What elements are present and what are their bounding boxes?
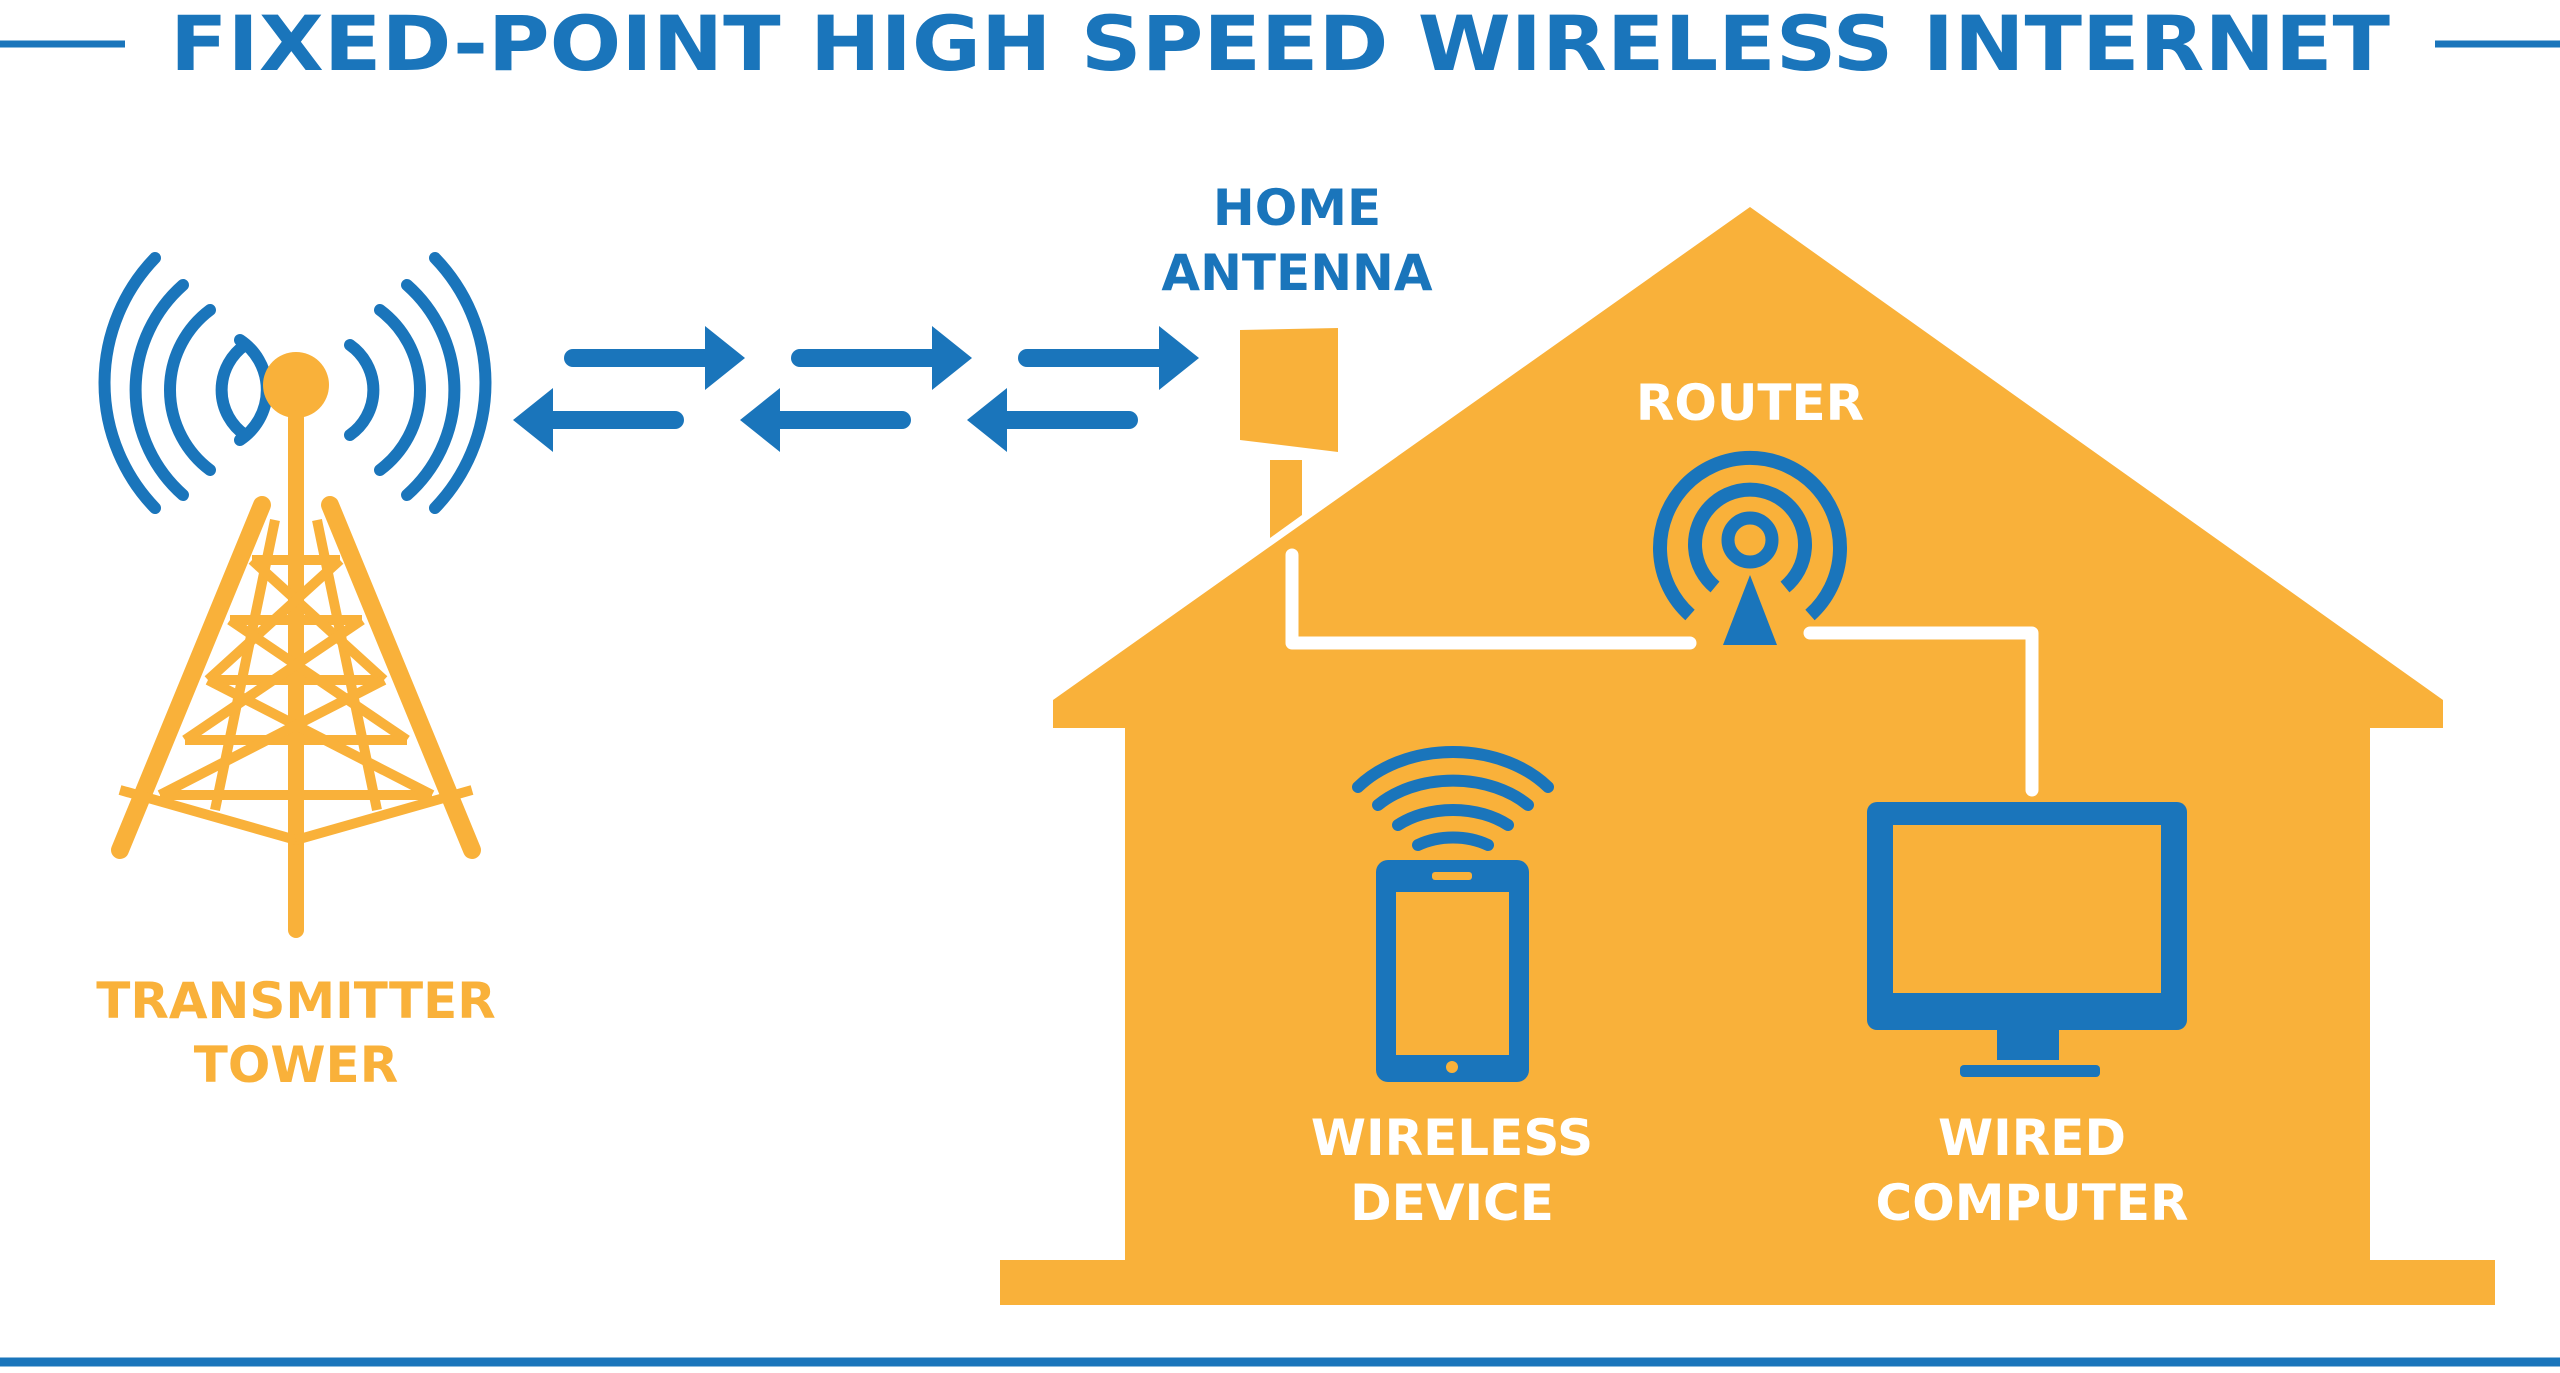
- wifi-icon: [1352, 746, 1554, 851]
- device-label-line1: WIRELESS: [1311, 1109, 1593, 1167]
- arrow-left-icon: [967, 388, 1138, 452]
- house-icon: [1000, 207, 2495, 1305]
- antenna-label-line1: HOME: [1213, 179, 1381, 237]
- arrow-left-icon: [740, 388, 911, 452]
- monitor-icon: [1867, 802, 2187, 1077]
- antenna-label-line2: ANTENNA: [1161, 244, 1432, 302]
- computer-label-line1: WIRED: [1938, 1109, 2126, 1167]
- arrow-right-icon: [1018, 326, 1199, 390]
- signal-waves-icon: [98, 252, 273, 514]
- arrow-left-icon: [513, 388, 684, 452]
- page-title: FIXED-POINT HIGH SPEED WIRELESS INTERNET: [170, 0, 2390, 88]
- smartphone-icon: [1376, 860, 1529, 1082]
- computer-label-line2: COMPUTER: [1876, 1174, 2189, 1232]
- network-cabling: [1285, 548, 2039, 797]
- transmitter-tower-icon: [98, 252, 492, 938]
- signal-waves-icon: [344, 252, 492, 514]
- arrow-right-icon: [564, 326, 745, 390]
- tower-label-line2: TOWER: [194, 1036, 398, 1094]
- router-icon: [1653, 451, 1847, 645]
- tower-label-line1: TRANSMITTER: [96, 972, 496, 1030]
- home-antenna-icon: [1240, 328, 1338, 452]
- signal-arrows: [513, 326, 1199, 452]
- home-antenna-icon: [1270, 460, 1302, 538]
- device-label-line2: DEVICE: [1350, 1174, 1554, 1232]
- router-label: ROUTER: [1636, 374, 1864, 432]
- arrow-right-icon: [791, 326, 972, 390]
